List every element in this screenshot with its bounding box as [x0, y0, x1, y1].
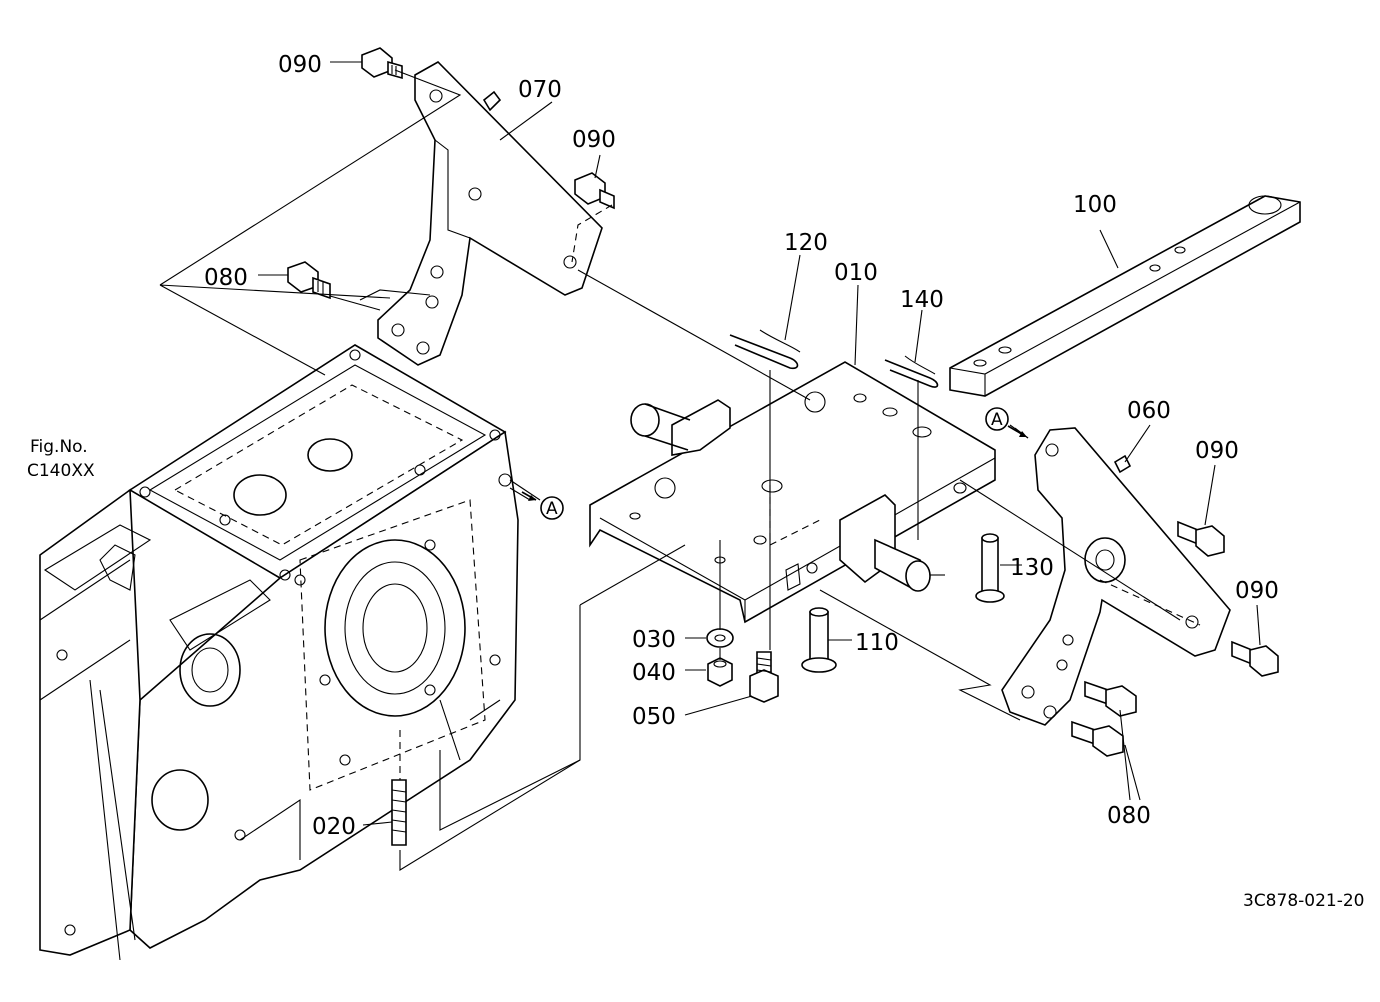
callout-010: 010 [834, 260, 878, 286]
part-140-clip [884, 355, 939, 388]
callout-130: 130 [1010, 555, 1054, 581]
bolt-080-left [287, 261, 331, 300]
part-100-drawbar [949, 195, 1301, 397]
callout-090-top: 090 [278, 52, 322, 78]
callout-040: 040 [632, 660, 676, 686]
transmission-housing [39, 344, 519, 961]
callout-050: 050 [632, 704, 676, 730]
part-050-bolt [749, 651, 779, 703]
callout-labels: Fig.No. C140XX 3C878-021-20 090 070 090 … [27, 52, 1364, 911]
bolt-080-right-b [1071, 720, 1124, 757]
callout-060: 060 [1127, 398, 1171, 424]
bolt-090-top [361, 47, 403, 80]
part-110-pin [801, 607, 837, 673]
callout-080-left: 080 [204, 265, 248, 291]
part-070-bracket [377, 61, 603, 366]
part-130-pin [975, 533, 1005, 603]
bolt-080-right-a [1084, 680, 1137, 717]
fig-ref-code: C140XX [27, 461, 95, 481]
callout-090-mid: 090 [572, 127, 616, 153]
callout-140: 140 [900, 287, 944, 313]
drawing-code: 3C878-021-20 [1243, 891, 1364, 911]
callout-020: 020 [312, 814, 356, 840]
part-120-clip [729, 329, 801, 370]
ref-a-left-letter: A [546, 499, 558, 519]
ref-a-left: A [521, 491, 564, 520]
part-040-nut [707, 657, 733, 687]
bolt-090-mid [574, 172, 615, 210]
bolt-090-right-b [1231, 640, 1279, 677]
callout-080-right: 080 [1107, 803, 1151, 829]
ref-a-right-letter: A [991, 410, 1003, 430]
callout-090-right-a: 090 [1195, 438, 1239, 464]
fig-ref-label: Fig.No. [30, 437, 88, 457]
ref-a-right: A [985, 407, 1027, 437]
bolt-090-right-a [1177, 520, 1225, 557]
callout-070: 070 [518, 77, 562, 103]
callout-090-right-b: 090 [1235, 578, 1279, 604]
callout-100: 100 [1073, 192, 1117, 218]
part-010-hitch-plate [589, 361, 996, 624]
part-020-stud [391, 779, 407, 846]
callout-leaders [258, 61, 1261, 826]
part-030-washer [706, 628, 734, 648]
callout-030: 030 [632, 627, 676, 653]
part-060-bracket [1001, 427, 1231, 726]
callout-120: 120 [784, 230, 828, 256]
callout-110: 110 [855, 630, 899, 656]
